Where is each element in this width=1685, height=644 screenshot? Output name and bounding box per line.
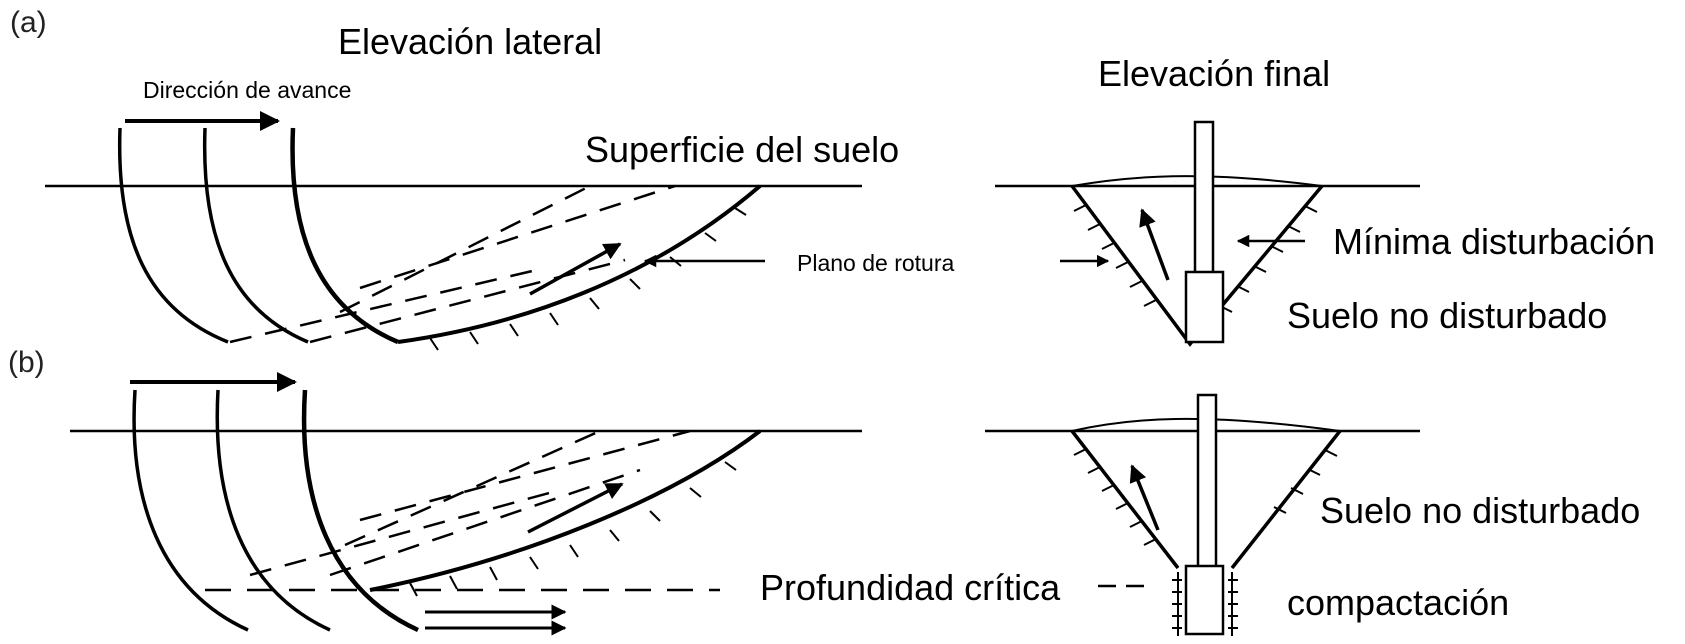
panel-b-side-elevation (70, 372, 862, 636)
tine-b-3 (301, 389, 419, 633)
panel-b-end-elevation (985, 393, 1420, 636)
failure-plane-label: Plano de rotura (797, 250, 955, 276)
undisturbed-soil-label-a: Suelo no disturbado (1287, 295, 1608, 336)
critical-depth-label: Profundidad crítica (760, 567, 1061, 608)
panel-label-a: (a) (10, 6, 47, 39)
tine-foot-end-b (1184, 564, 1225, 636)
failure-plane-a (397, 184, 762, 344)
tine-a-2 (202, 127, 309, 344)
soil-movement-arrow-end-a (1139, 208, 1170, 281)
tine-a-3 (290, 127, 399, 345)
soil-movement-arrow-a (529, 242, 622, 296)
compaction-label: compactación (1287, 582, 1510, 623)
tine-foot-end-a (1184, 270, 1225, 344)
failure-wedge-a (1070, 184, 1324, 347)
failure-wedge-b (1070, 429, 1342, 570)
panel-a-side-elevation (45, 111, 862, 351)
heave-profile-b (1071, 417, 1341, 432)
tine-a-1 (117, 127, 229, 344)
panel-label-b: (b) (8, 346, 45, 379)
side-elevation-title: Elevación lateral (338, 21, 603, 62)
dashed-shear-lines-a (229, 184, 676, 344)
tine-b-2 (215, 389, 331, 632)
soil-surface-label: Superficie del suelo (585, 129, 900, 170)
tine-shank-end-b (1196, 393, 1218, 572)
end-elevation-title: Elevación final (1098, 53, 1331, 94)
compaction-zone (1172, 572, 1238, 636)
wedge-hatching-b (1073, 448, 1338, 546)
failure-plane-hatching-b (409, 461, 737, 597)
tine-b-1 (132, 389, 249, 632)
minimal-disturbance-label: Mínima disturbación (1333, 221, 1656, 262)
panel-a-end-elevation (995, 120, 1420, 347)
dashed-shear-lines-b (249, 429, 691, 577)
soil-movement-arrow-b (527, 482, 624, 534)
tine-shank-end-a (1193, 120, 1215, 276)
heave-profile-a (1071, 175, 1323, 187)
soil-movement-arrow-end-b (1129, 464, 1160, 531)
failure-plane-b (369, 429, 762, 592)
wedge-hatching-a (1073, 204, 1318, 313)
travel-direction-label: Dirección de avance (143, 77, 352, 103)
undisturbed-soil-label-b: Suelo no disturbado (1320, 490, 1641, 531)
